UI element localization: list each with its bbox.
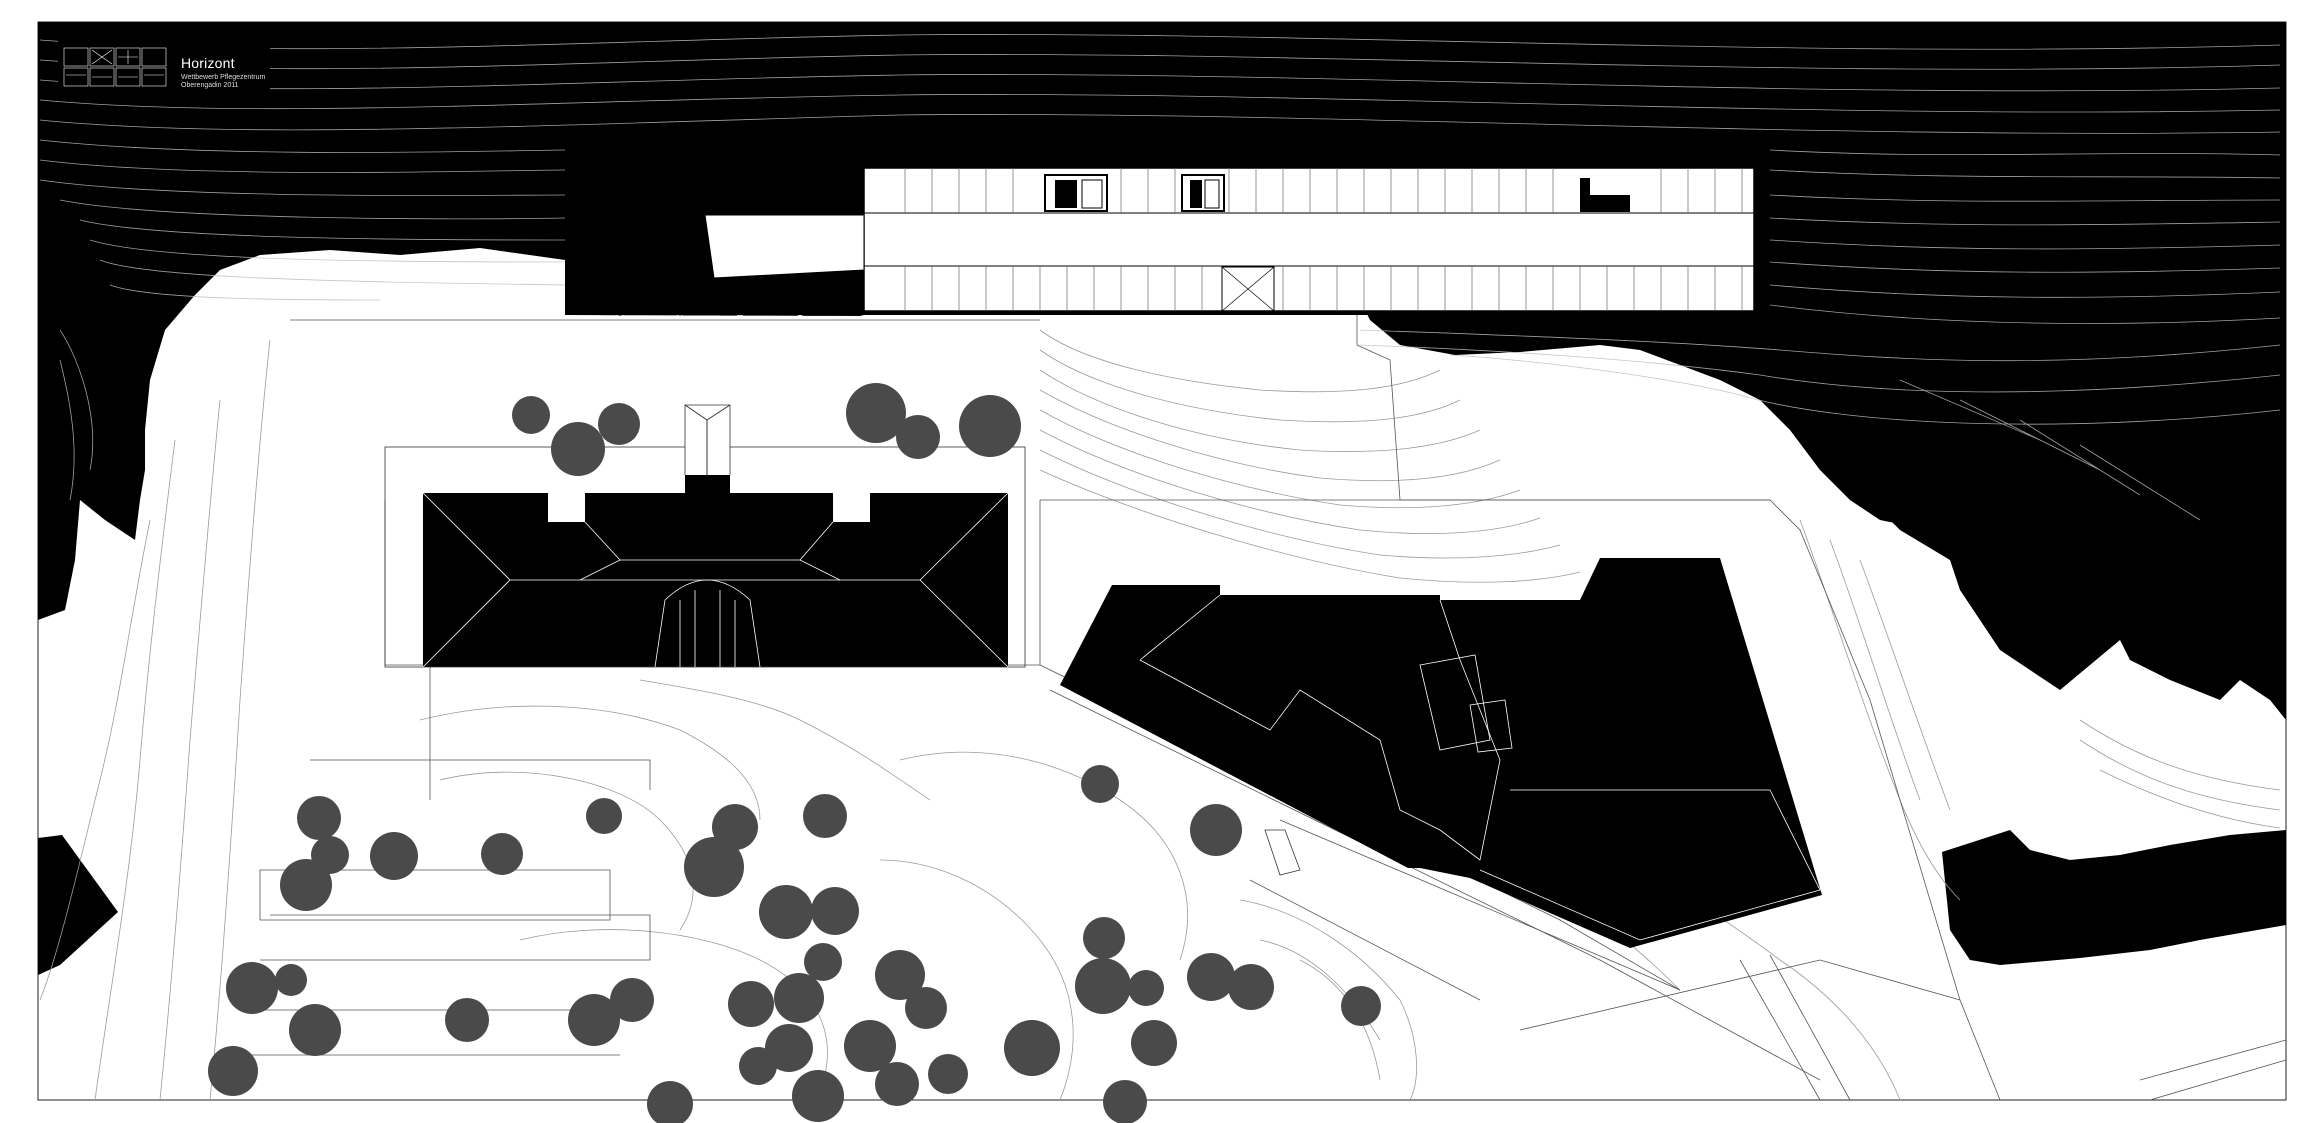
tree <box>1190 804 1242 856</box>
drawing-thumbnails <box>62 45 172 89</box>
tree <box>512 396 550 434</box>
tree <box>226 962 278 1014</box>
tree <box>728 981 774 1027</box>
tree <box>792 1070 844 1122</box>
project-subtitle-line2: Oberengadin 2011 <box>181 82 239 89</box>
tree <box>846 383 906 443</box>
tree <box>610 978 654 1022</box>
contours-on-terrain <box>39 34 2281 521</box>
tree <box>647 1081 693 1123</box>
tree <box>568 994 620 1046</box>
tree <box>928 1054 968 1094</box>
tree <box>959 395 1021 457</box>
new-care-building <box>565 163 1760 316</box>
tree <box>1131 1020 1177 1066</box>
tree <box>551 422 605 476</box>
tree <box>275 964 307 996</box>
title-block: Horizont Wettbewerb Pflegezentrum Oberen… <box>58 41 270 93</box>
tree <box>765 1024 813 1072</box>
tree <box>1341 986 1381 1026</box>
tree <box>598 403 640 445</box>
tree <box>481 833 523 875</box>
existing-building <box>384 404 1026 668</box>
site-lines <box>250 315 2287 1101</box>
tree <box>803 794 847 838</box>
trees <box>208 383 1381 1123</box>
tree <box>289 1004 341 1056</box>
tree <box>712 804 758 850</box>
hospital-building <box>1060 558 1822 948</box>
tree <box>1187 953 1235 1001</box>
tree <box>759 885 813 939</box>
entry-ramp <box>704 214 865 279</box>
tree <box>208 1046 258 1096</box>
tree <box>739 1047 777 1085</box>
tree <box>1081 765 1119 803</box>
tree <box>586 798 622 834</box>
tree <box>1083 917 1125 959</box>
tree <box>875 1062 919 1106</box>
tree <box>896 415 940 459</box>
tree <box>1103 1080 1147 1123</box>
tree <box>1128 970 1164 1006</box>
tree <box>684 837 744 897</box>
east-terrain-block <box>1830 360 2286 720</box>
tree <box>811 887 859 935</box>
tree <box>844 1020 896 1072</box>
tree <box>370 832 418 880</box>
tree <box>1004 1020 1060 1076</box>
tree <box>774 973 824 1023</box>
tree <box>1075 958 1131 1014</box>
tree <box>875 950 925 1000</box>
left-terrain-mass <box>38 835 118 975</box>
tree <box>804 943 842 981</box>
elevator-core <box>1181 174 1225 212</box>
tree <box>1228 964 1274 1010</box>
tree <box>905 987 947 1029</box>
tree <box>297 796 341 840</box>
project-subtitle: Wettbewerb Pflegezentrum Oberengadin 201… <box>181 74 265 90</box>
project-title: Horizont <box>181 55 235 71</box>
east-buildings <box>1942 830 2286 965</box>
tree <box>445 998 489 1042</box>
project-subtitle-line1: Wettbewerb Pflegezentrum <box>181 74 266 81</box>
lightwell <box>1221 266 1275 312</box>
tree <box>280 859 332 911</box>
stair-core <box>1044 174 1108 212</box>
